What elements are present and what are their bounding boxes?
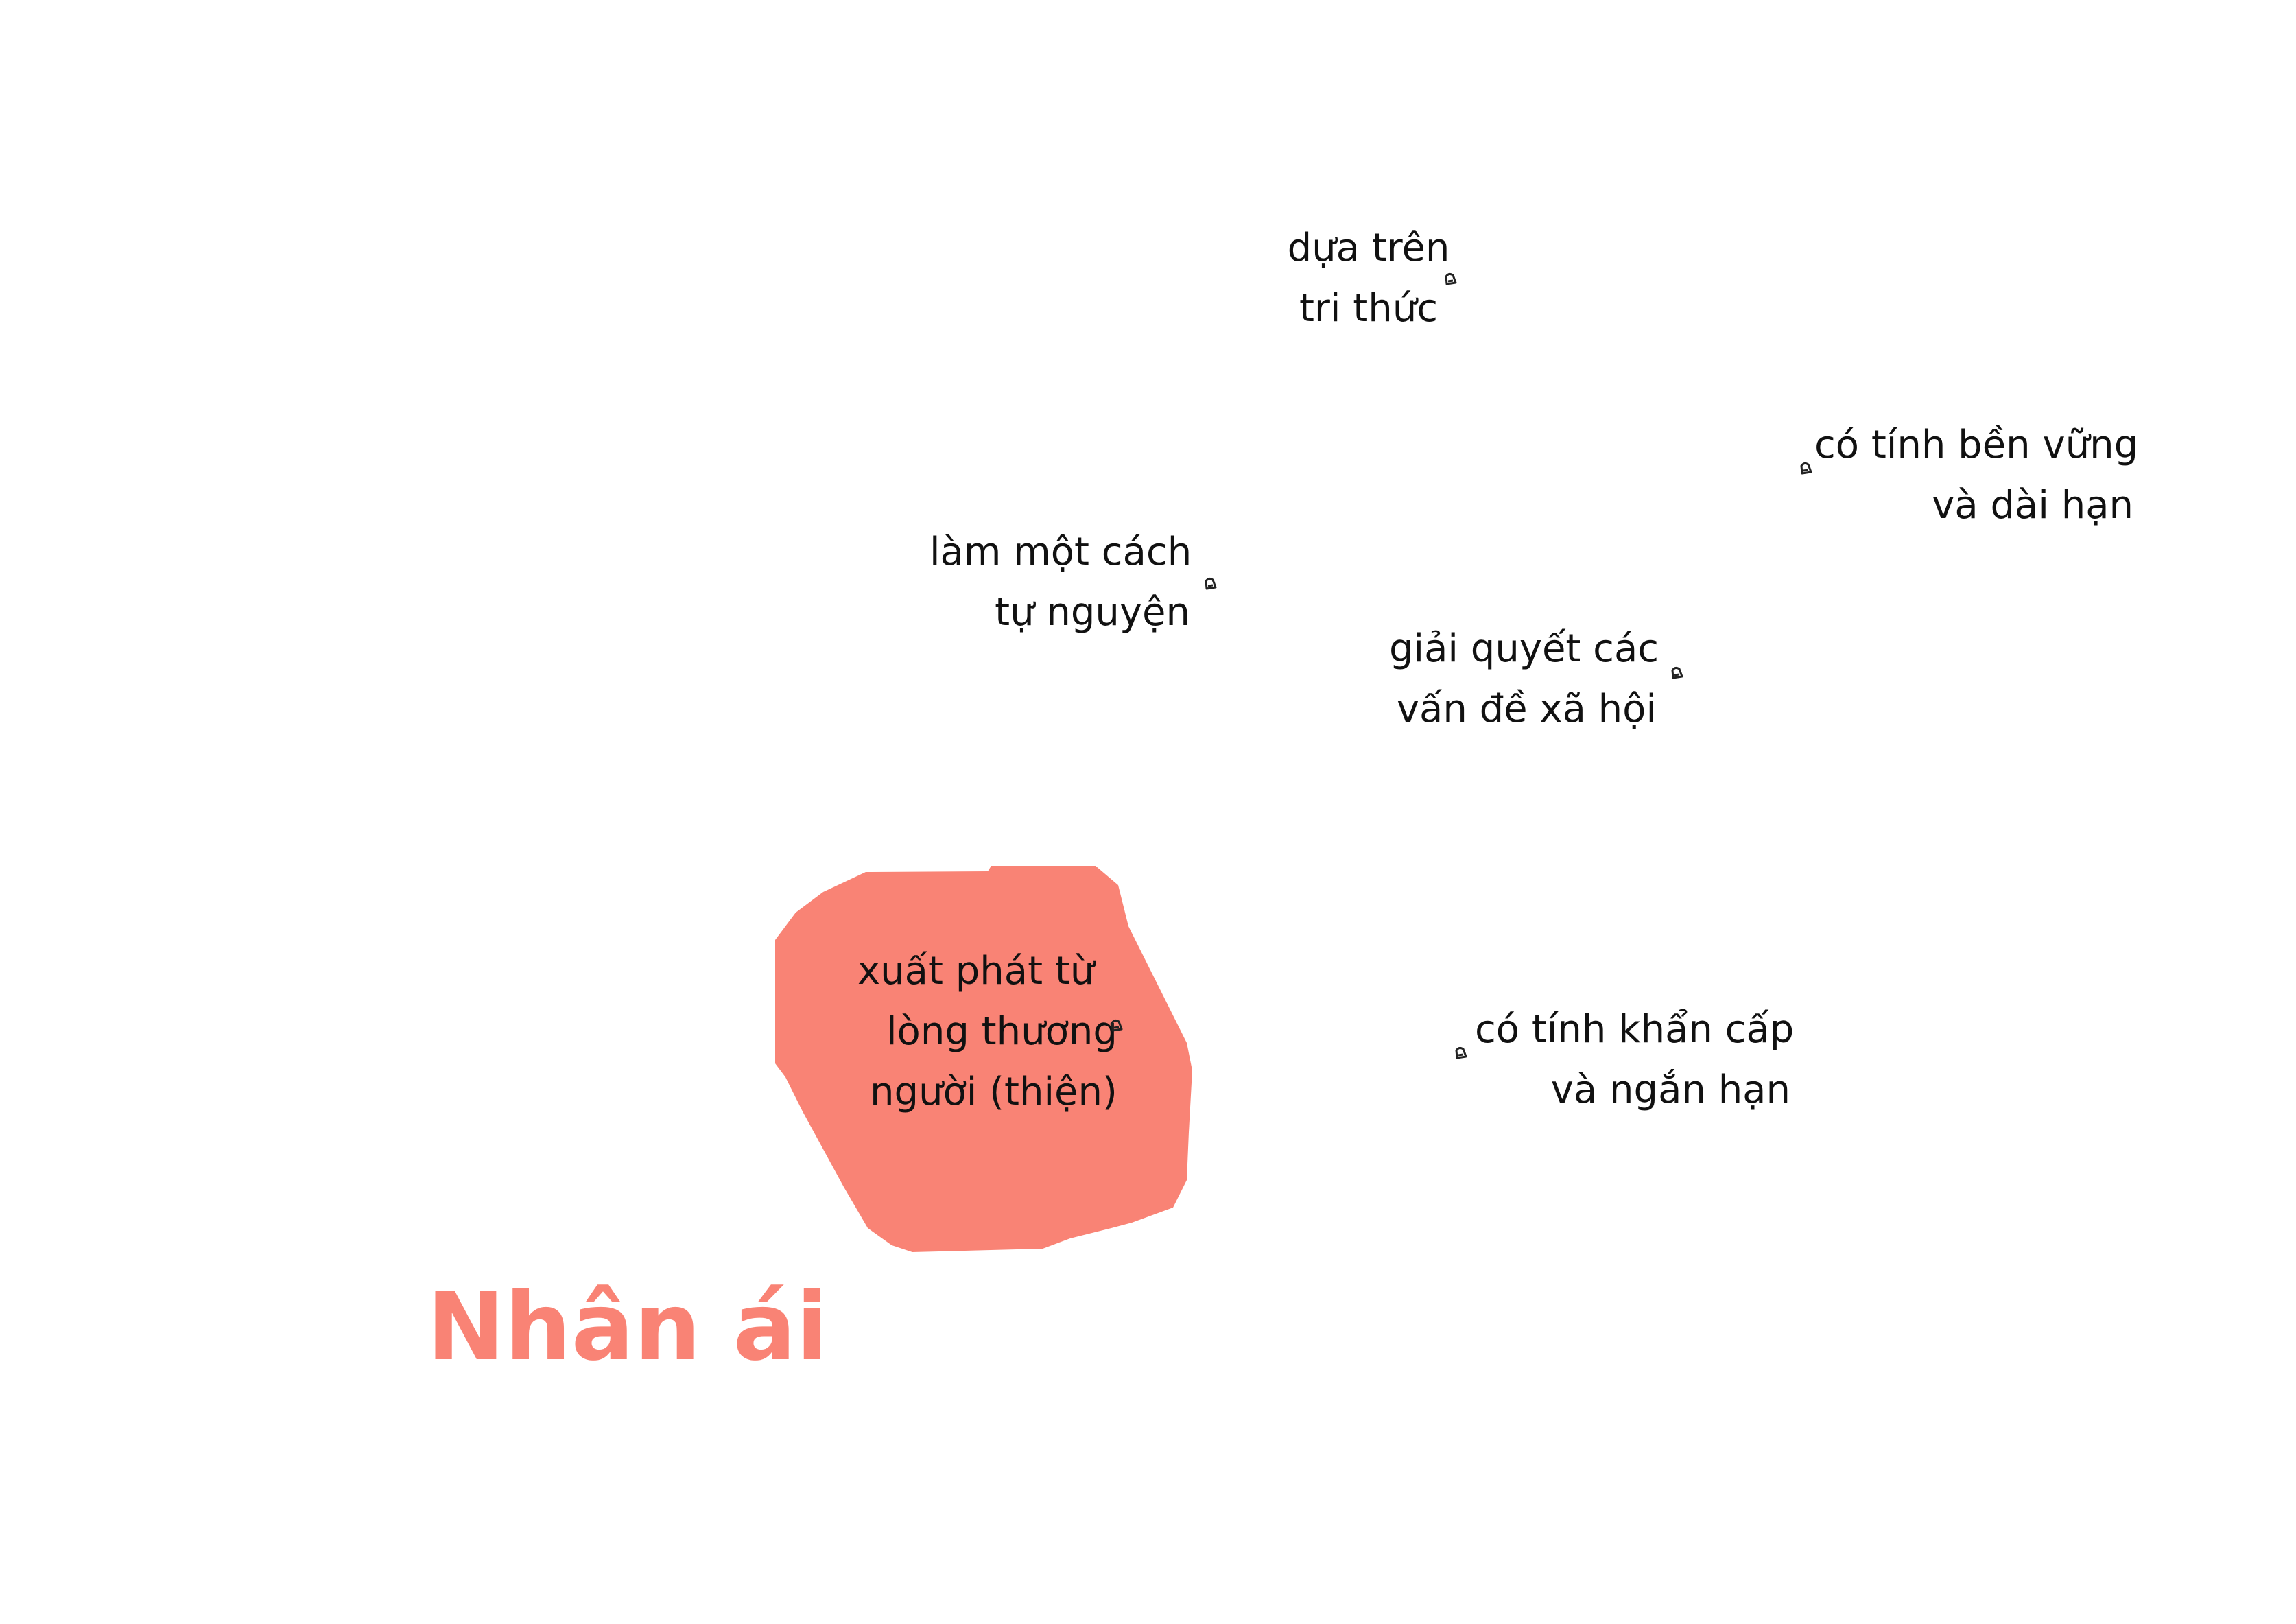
scribble-dot-icon bbox=[1205, 577, 1217, 590]
note-social-line-1: giải quyết các bbox=[1389, 626, 1659, 671]
note-compassion: xuất phát từ lòng thương người (thiện) bbox=[857, 941, 1118, 1122]
scribble-dot-icon bbox=[1111, 1019, 1123, 1032]
note-social: giải quyết các vấn đề xã hội bbox=[1389, 619, 1659, 740]
note-voluntary: làm một cách tự nguyện bbox=[930, 522, 1192, 643]
note-social-line-2: vấn đề xã hội bbox=[1396, 687, 1657, 731]
note-voluntary-line-2: tự nguyện bbox=[995, 590, 1190, 635]
note-knowledge-line-1: dựa trên bbox=[1287, 226, 1450, 270]
note-compassion-line-2: lòng thương bbox=[886, 1009, 1117, 1054]
note-sustainable-line-1: có tính bền vững bbox=[1814, 423, 2139, 467]
scribble-dot-icon bbox=[1671, 666, 1683, 679]
note-urgent-line-1: có tính khẩn cấp bbox=[1475, 1007, 1795, 1052]
note-compassion-line-3: người (thiện) bbox=[870, 1070, 1117, 1114]
note-sustainable-line-2: và dài hạn bbox=[1932, 483, 2133, 528]
scribble-dot-icon bbox=[1455, 1046, 1467, 1059]
scribble-dot-icon bbox=[1800, 462, 1812, 475]
note-urgent-line-2: và ngắn hạn bbox=[1550, 1068, 1790, 1112]
note-urgent: có tính khẩn cấp và ngắn hạn bbox=[1475, 1000, 1795, 1120]
note-knowledge: dựa trên tri thức bbox=[1262, 218, 1475, 339]
note-knowledge-line-2: tri thức bbox=[1299, 286, 1439, 331]
diagram-title: Nhân ái bbox=[427, 1273, 828, 1382]
note-sustainable: có tính bền vững và dài hạn bbox=[1814, 415, 2139, 536]
note-voluntary-line-1: làm một cách bbox=[930, 530, 1192, 574]
scribble-dot-icon bbox=[1445, 272, 1457, 285]
note-compassion-line-1: xuất phát từ bbox=[857, 949, 1095, 993]
highlight-blob bbox=[775, 866, 1192, 1252]
